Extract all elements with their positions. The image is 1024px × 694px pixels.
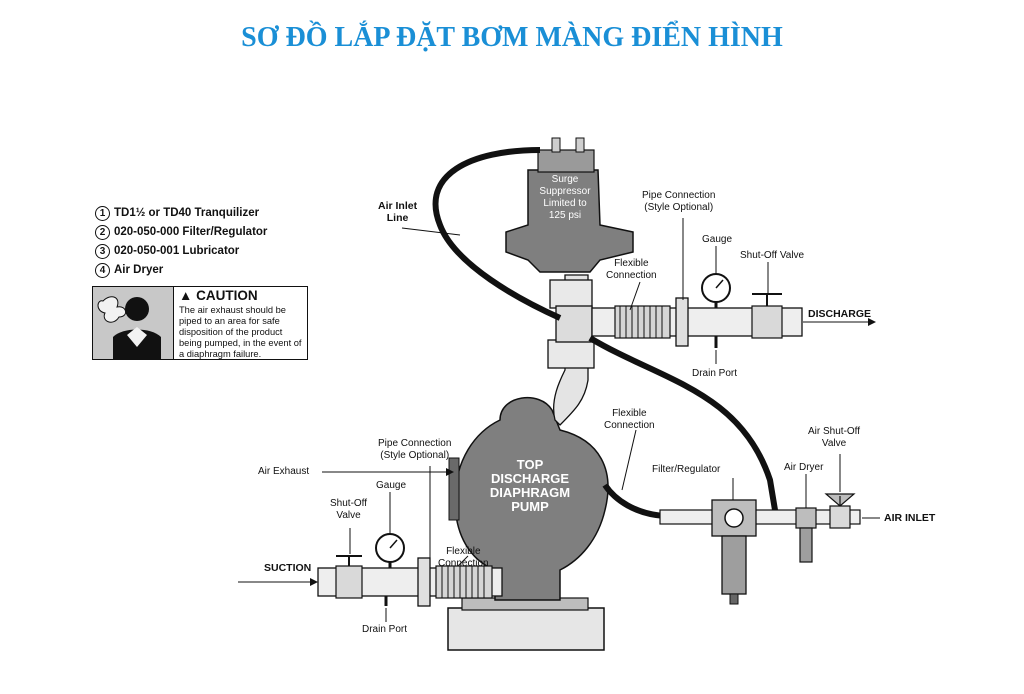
drain-bottom-label: Drain Port [362, 624, 408, 635]
pipe-flange-bottom [417, 557, 431, 607]
shutoff-valve-top [751, 305, 783, 339]
caution-box: ▲ CAUTION The air exhaust should be pipe… [92, 286, 308, 360]
suppressor-cap [537, 149, 595, 173]
flexible-mid-label: Flexible Connection [604, 408, 655, 431]
drain-top-label: Drain Port [692, 368, 738, 379]
pipe-connection-bottom-label: Pipe Connection (Style Optional) [378, 438, 452, 461]
shutoff-bottom-label: Shut-Off Valve [330, 498, 368, 521]
air-inlet-line-label: Air Inlet Line [378, 200, 418, 224]
pump-label: TOP DISCHARGE DIAPHRAGM PUMP [489, 457, 571, 514]
riser-fitting-upper [549, 279, 593, 309]
flexible-connection-top [614, 305, 671, 339]
page-title: SƠ ĐỒ LẮP ĐẶT BƠM MÀNG ĐIỂN HÌNH [241, 22, 783, 53]
flexible-connection-bottom [435, 565, 493, 599]
hazard-icon [93, 287, 174, 359]
air-inlet-label: AIR INLET [884, 512, 936, 524]
shutoff-top-label: Shut-Off Valve [740, 250, 805, 261]
caution-text: The air exhaust should be piped to an ar… [179, 305, 302, 359]
leader-lines [238, 218, 880, 622]
flexible-bottom-label: Flexible Connection [438, 546, 489, 569]
filter-regulator [711, 499, 757, 605]
gauge-bottom-label: Gauge [376, 480, 407, 491]
shutoff-valve-bottom [335, 565, 363, 599]
filter-regulator-label: Filter/Regulator [652, 464, 721, 475]
pipe-connection-top-label: Pipe Connection (Style Optional) [642, 190, 716, 213]
air-inlet-line [432, 147, 562, 321]
flexible-top-label: Flexible Connection [606, 258, 657, 281]
pump-base [447, 607, 605, 651]
arrowheads [310, 318, 876, 586]
exhaust-port [448, 457, 460, 521]
air-hose-main [588, 335, 778, 511]
riser-tee [555, 305, 593, 343]
air-shutoff-valve [824, 493, 856, 529]
caution-heading: ▲ CAUTION [179, 288, 258, 303]
surge-suppressor-label: Surge Suppressor Limited to 125 psi [539, 174, 591, 221]
discharge-label: DISCHARGE [808, 308, 872, 320]
pipe-flange-top [675, 297, 689, 347]
air-exhaust-label: Air Exhaust [258, 466, 310, 477]
air-shutoff-label: Air Shut-Off Valve [808, 426, 861, 449]
suction-label: SUCTION [264, 562, 312, 574]
air-hose-pump [602, 483, 666, 519]
air-dryer [795, 507, 817, 563]
gauge-top-label: Gauge [702, 234, 733, 245]
warning-triangle-icon: ▲ [179, 288, 193, 303]
riser-fitting-lower [547, 339, 595, 369]
air-dryer-label: Air Dryer [784, 462, 824, 473]
surge-suppressor [505, 169, 634, 273]
